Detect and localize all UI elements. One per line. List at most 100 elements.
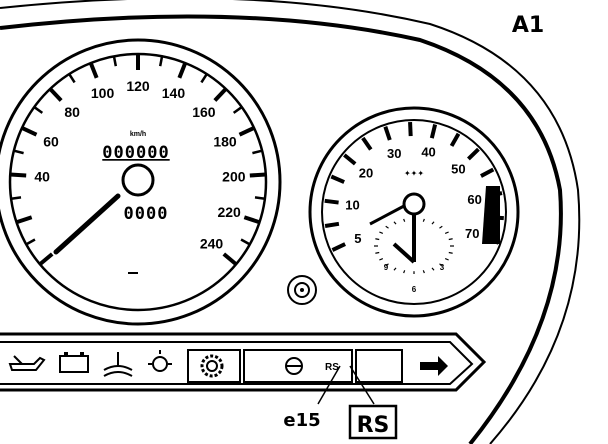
speedometer-tick: [243, 215, 261, 225]
speedometer-tick-label: 80: [64, 104, 80, 120]
circle-icon: [285, 357, 303, 375]
speedometer-tick-label: 140: [162, 85, 186, 101]
clock-red-zone: [482, 186, 500, 244]
battery-icon: [59, 352, 89, 373]
clock-small-tick: [403, 270, 406, 274]
clock-small-tick: [439, 263, 443, 267]
speedometer-unit-label: km/h: [130, 131, 146, 138]
speedometer-tick: [21, 126, 38, 137]
speedometer-tick: [252, 149, 263, 155]
clock-tick: [467, 147, 480, 161]
speedometer-tick: [177, 62, 188, 79]
rs-callout-box: [348, 404, 398, 440]
clock-small-tick: [444, 231, 449, 234]
clock-small-tick: [422, 218, 425, 222]
clock-small-tick: [385, 225, 389, 229]
speedometer-tick: [158, 56, 164, 67]
clock-tick: [324, 198, 339, 205]
lamp-icon: [148, 350, 172, 372]
figure-label: A1: [512, 13, 544, 38]
rs-small-label: RS: [325, 362, 339, 373]
clock-small-tick: [393, 221, 397, 225]
speedometer-tick: [15, 215, 33, 225]
e15-callout: e15: [283, 410, 320, 431]
gear-icon: [200, 354, 224, 378]
speedometer-tick: [33, 106, 44, 114]
speedometer-hub: [121, 163, 155, 197]
coolant-icon: [103, 352, 133, 377]
speedometer-rim: [0, 38, 282, 326]
speedometer-tick: [254, 196, 266, 200]
warning-box: [243, 349, 353, 383]
clock-small-tick: [403, 218, 406, 222]
speedometer-needle: [53, 193, 121, 255]
rs-callout-label: RS: [357, 413, 390, 438]
odometer-total: 000000: [102, 143, 169, 163]
speedometer-tick: [232, 106, 243, 114]
speedometer-tick: [48, 87, 63, 102]
clock-tick: [480, 167, 495, 178]
clock-small-tick: [448, 238, 453, 241]
oil-can-icon: [8, 355, 46, 371]
clock-hub: [402, 192, 426, 216]
clock-dial-mark: 6: [412, 285, 417, 294]
clock-tick: [343, 153, 357, 166]
speedometer-tick-label: 160: [192, 104, 216, 120]
clock-small-tick: [431, 267, 435, 271]
clock-small-tick: [379, 231, 384, 234]
callouts: e15 RS: [283, 365, 398, 440]
reset-knob: [287, 275, 317, 305]
speedometer-tick: [10, 196, 22, 200]
clock-small-tick: [431, 221, 435, 225]
speedometer-tick: [249, 172, 266, 178]
clock-tick-label: 40: [421, 145, 435, 160]
cluster-bezel: [0, 0, 581, 444]
clock-tick-label: 70: [465, 226, 479, 241]
clock-small-tick: [448, 251, 453, 254]
clock-tick: [330, 174, 345, 184]
speedometer-tick: [38, 252, 54, 266]
speedometer-tick: [68, 73, 76, 84]
speedometer-tick-label: 240: [200, 236, 224, 252]
blank-box: [355, 349, 403, 383]
clock-tick: [361, 136, 373, 151]
rs-leader-line: [349, 365, 375, 405]
clock-hour-hand: [392, 242, 416, 264]
speedometer-bottom-mark: [128, 272, 138, 274]
arrow-right-icon: [420, 356, 448, 376]
clock-second-hand: [369, 204, 405, 226]
speedometer-tick: [88, 62, 99, 79]
clock-small-tick: [385, 263, 389, 267]
clock-small-tick: [375, 251, 380, 254]
clock-tick: [449, 132, 461, 147]
indicator-strip: RS: [0, 332, 487, 392]
speedometer-tick-label: 180: [213, 133, 237, 149]
speedometer-tick: [13, 149, 24, 155]
clock-small-tick: [439, 225, 443, 229]
speedometer-tick: [112, 56, 118, 67]
clock-face: [321, 119, 507, 305]
speedometer-tick: [213, 87, 228, 102]
clock-tick-label: 10: [345, 197, 359, 212]
speedometer-tick-label: 200: [222, 168, 246, 184]
speedometer-tick: [238, 126, 255, 137]
clock-small-tick: [444, 258, 449, 261]
odometer-trip: 0000: [124, 204, 169, 224]
speedometer-tick: [240, 238, 251, 246]
clock-tick: [383, 126, 392, 141]
speedometer-tick: [222, 252, 238, 266]
speedometer-tick: [10, 172, 27, 178]
clock-small-tick: [422, 270, 425, 274]
clock-tick-label: 5: [354, 231, 361, 246]
e15-leader-line: [317, 365, 341, 405]
speedometer-ticks: [10, 54, 266, 266]
speedometer-tick-label: 40: [34, 168, 50, 184]
speedometer-tick-label: 60: [43, 133, 59, 149]
clock-logo-icon: ✦✦✦: [404, 169, 424, 178]
